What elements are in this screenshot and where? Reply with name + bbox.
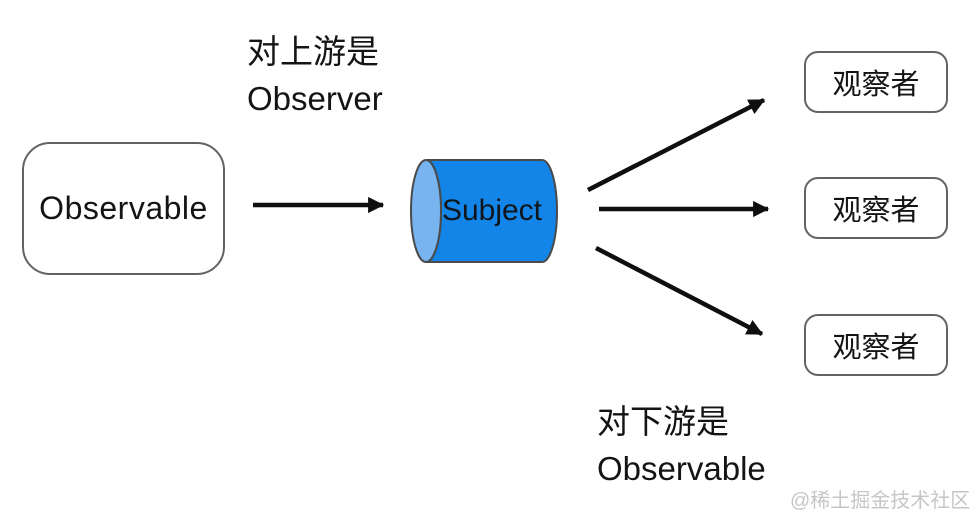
upstream-note: 对上游是 Observer — [247, 28, 383, 122]
observer-node-3-label: 观察者 — [832, 332, 920, 364]
subject-cylinder-cap — [410, 159, 442, 263]
arrow-subject-to-observer-1 — [586, 97, 766, 193]
upstream-note-line1: 对上游是 — [247, 33, 379, 70]
upstream-note-line2: Observer — [247, 80, 383, 117]
observer-node-3: 观察者 — [804, 314, 948, 376]
observable-node: Observable — [22, 142, 225, 275]
watermark: @稀土掘金技术社区 — [790, 490, 971, 512]
subject-cylinder-body — [425, 159, 558, 263]
observer-node-2-label: 观察者 — [832, 195, 920, 227]
observer-node-1: 观察者 — [804, 51, 948, 113]
downstream-note-line2: Observable — [597, 450, 766, 487]
observable-node-label: Observable — [39, 190, 208, 226]
subject-cylinder — [410, 159, 558, 263]
observer-node-2: 观察者 — [804, 177, 948, 239]
downstream-note: 对下游是 Observable — [597, 398, 766, 492]
arrow-subject-to-observer-3 — [594, 246, 764, 336]
observer-node-1-label: 观察者 — [832, 69, 920, 101]
downstream-note-line1: 对下游是 — [597, 403, 729, 440]
